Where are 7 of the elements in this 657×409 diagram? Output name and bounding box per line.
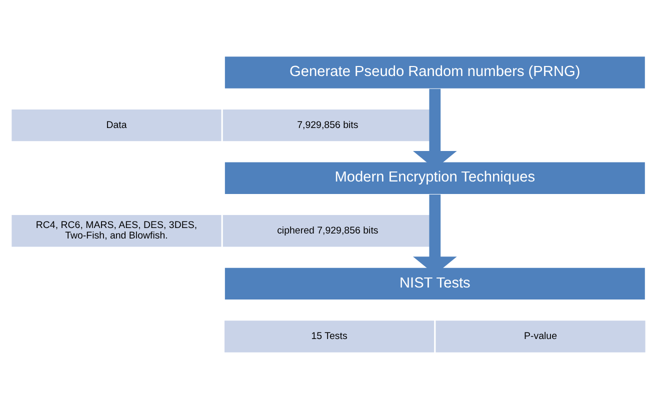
node-box: NIST Tests bbox=[224, 267, 646, 300]
node-box: 15 Tests bbox=[224, 320, 435, 354]
node-box: RC4, RC6, MARS, AES, DES, 3DES, Two-Fish, and Blowfish. bbox=[10, 214, 222, 248]
node-box: Modern Encryption Techniques bbox=[224, 161, 646, 195]
node-box: Data bbox=[10, 108, 222, 142]
node-box: Generate Pseudo Random numbers (PRNG) bbox=[224, 56, 646, 90]
node-box: P-value bbox=[434, 320, 646, 354]
